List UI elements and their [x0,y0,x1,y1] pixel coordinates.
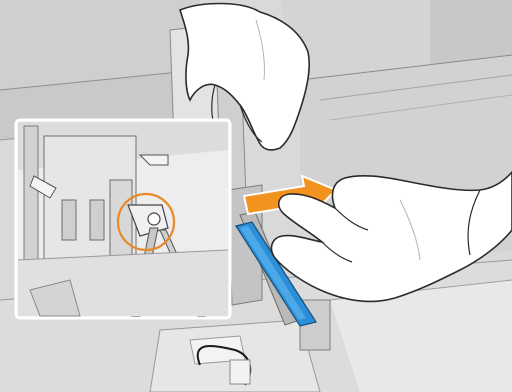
zoom-inset-panel [16,120,230,318]
